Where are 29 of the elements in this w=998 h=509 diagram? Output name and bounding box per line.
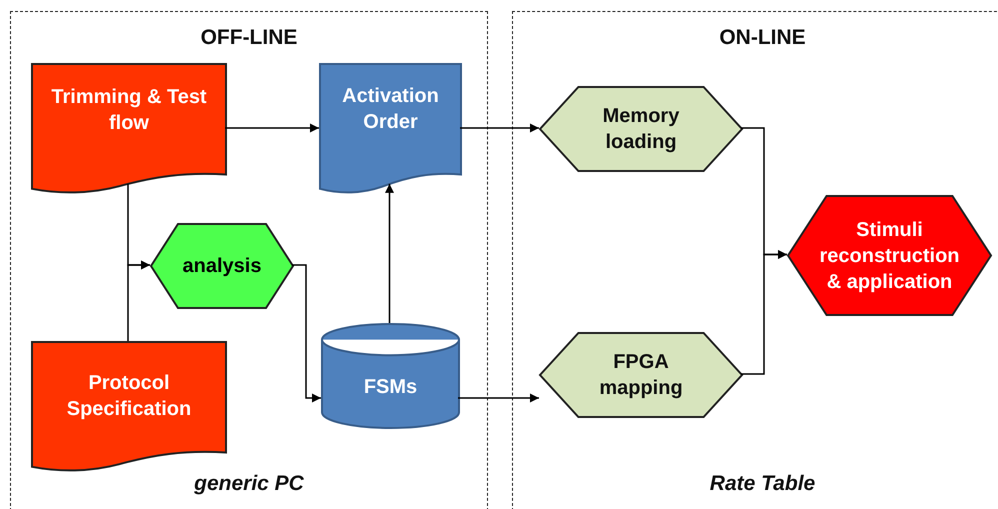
arrow: [460, 124, 539, 132]
node-label: Trimming & Test flow: [50, 85, 208, 136]
hexagon-shape: [788, 196, 991, 315]
arrow: [225, 124, 319, 132]
document-shape: [32, 64, 226, 194]
node-label: FPGA mapping: [598, 350, 684, 401]
dashed-panel: [512, 11, 998, 509]
hexagon-shape: [540, 87, 742, 171]
node-label: analysis: [182, 254, 262, 279]
document-shape: [32, 342, 226, 472]
node-label: Memory loading: [602, 104, 680, 155]
arrow: [292, 264, 321, 402]
node-label: FSMs: [364, 375, 418, 400]
panel-title: ON-LINE: [718, 26, 807, 50]
document-shape: [320, 64, 461, 194]
arrow: [741, 250, 787, 375]
node-label: Protocol Specification: [66, 371, 192, 422]
hexagon-shape: [540, 333, 742, 417]
panel-title: OFF-LINE: [200, 26, 298, 50]
arrow: [127, 260, 150, 341]
panel-footer: generic PC: [11, 472, 487, 496]
arrow: [458, 394, 539, 402]
dashed-panel: [10, 11, 488, 509]
arrow: [385, 184, 394, 323]
cylinder-shape: [322, 324, 459, 428]
panel-footer: Rate Table: [513, 472, 998, 496]
hexagon-shape: [151, 224, 293, 308]
node-label: Stimuli reconstruction & application: [818, 218, 961, 294]
node-label: Activation Order: [341, 84, 440, 135]
